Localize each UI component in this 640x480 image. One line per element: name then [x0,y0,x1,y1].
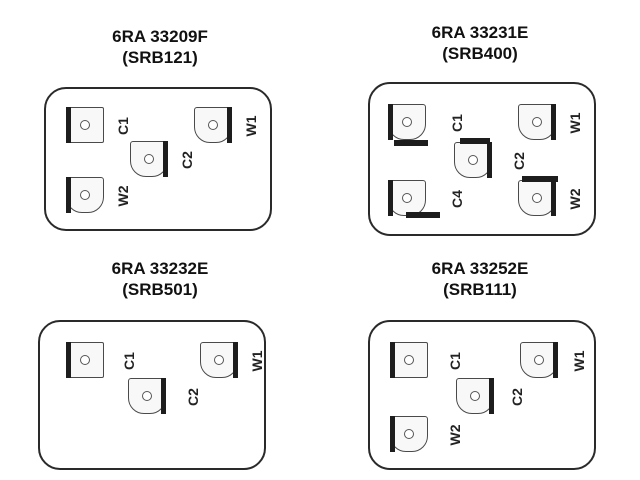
contact-strip [394,140,428,146]
label-c4: C4 [449,190,465,208]
terminal-c1 [388,104,426,140]
label-w2: W2 [115,185,131,207]
terminal-w1 [200,342,238,378]
panel-model: 6RA 33252E [431,259,529,278]
contact-bar [489,378,494,414]
contact-bar [388,180,393,216]
contact-bar [233,342,238,378]
terminal-w2 [518,180,556,216]
panel-code: (SRB501) [122,280,198,299]
terminal-board-4: C1 W1 C2 W2 [368,320,596,470]
contact-bar [553,342,558,378]
screw-hole [214,355,224,365]
contact-bar [390,416,395,452]
screw-hole [468,155,478,165]
label-c1: C1 [449,114,465,132]
label-c2: C2 [509,388,525,406]
terminal-w2 [390,416,428,452]
label-w1: W1 [567,112,583,134]
contact-bar [551,180,556,216]
screw-hole [80,120,90,130]
contact-bar [487,142,492,178]
screw-hole [532,193,542,203]
label-w1: W1 [243,115,259,137]
label-w2: W2 [567,188,583,210]
contact-strip [460,138,490,144]
terminal-c4 [388,180,426,216]
screw-hole [402,117,412,127]
terminal-w1 [194,107,232,143]
contact-strip [522,176,558,182]
label-c1: C1 [121,352,137,370]
panel-model: 6RA 33231E [431,23,529,42]
contact-strip [406,212,440,218]
label-w1: W1 [571,350,587,372]
terminal-board-1: C1 W1 C2 W2 [44,87,272,231]
contact-bar [163,141,168,177]
panel-title-4: 6RA 33252E (SRB111) [350,258,610,300]
screw-hole [470,391,480,401]
contact-bar [66,342,71,378]
panel-code: (SRB111) [443,280,517,299]
contact-bar [66,107,71,143]
screw-hole [402,193,412,203]
contact-bar [390,342,395,378]
screw-hole [80,355,90,365]
terminal-c2 [456,378,494,414]
terminal-c1 [66,107,104,143]
screw-hole [142,391,152,401]
label-c2: C2 [179,151,195,169]
label-w1: W1 [249,350,265,372]
terminal-w1 [520,342,558,378]
screw-hole [534,355,544,365]
label-c2: C2 [511,152,527,170]
terminal-board-2: C1 W1 C2 C4 W2 [368,82,596,236]
terminal-c2 [130,141,168,177]
contact-bar [227,107,232,143]
panel-code: (SRB121) [122,48,198,67]
contact-bar [161,378,166,414]
label-c2: C2 [185,388,201,406]
screw-hole [532,117,542,127]
label-w2: W2 [447,424,463,446]
terminal-c1 [390,342,428,378]
panel-code: (SRB400) [442,44,518,63]
panel-title-1: 6RA 33209F (SRB121) [30,26,290,68]
contact-bar [66,177,71,213]
contact-bar [388,104,393,140]
terminal-w1 [518,104,556,140]
terminal-c2 [454,142,492,178]
screw-hole [144,154,154,164]
panel-model: 6RA 33232E [111,259,209,278]
terminal-c2 [128,378,166,414]
terminal-board-3: C1 W1 C2 [38,320,266,470]
terminal-w2 [66,177,104,213]
panel-title-3: 6RA 33232E (SRB501) [30,258,290,300]
panel-model: 6RA 33209F [112,27,208,46]
label-c1: C1 [115,117,131,135]
terminal-c1 [66,342,104,378]
screw-hole [404,355,414,365]
screw-hole [404,429,414,439]
panel-title-2: 6RA 33231E (SRB400) [350,22,610,64]
screw-hole [208,120,218,130]
contact-bar [551,104,556,140]
screw-hole [80,190,90,200]
label-c1: C1 [447,352,463,370]
